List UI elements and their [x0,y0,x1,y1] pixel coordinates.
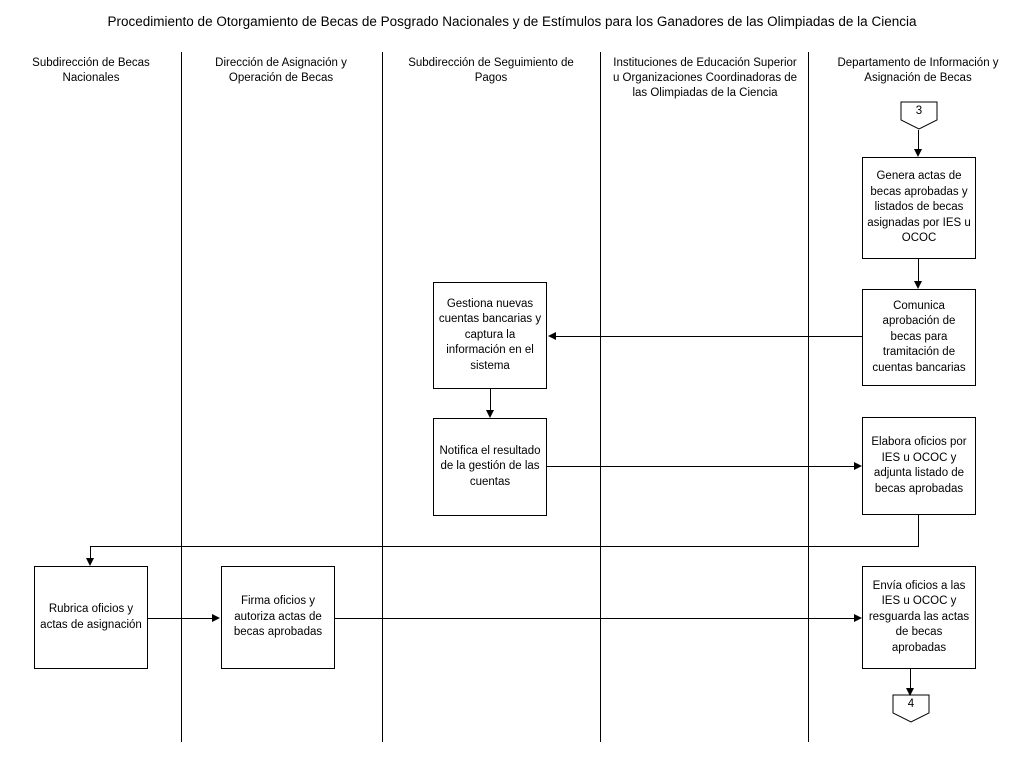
arrowhead-genera-actas [913,149,922,157]
arrowhead-elabora-oficios [854,461,862,470]
node-envia-oficios: Envía oficios a las IES u OCOC y resguar… [862,566,976,669]
node-comunica-aprobacion-label: Comunica aprobación de becas para tramit… [872,299,966,374]
arrowhead-gestiona-cuentas [548,331,556,340]
arrowhead-comunica-aprobacion [913,281,922,289]
edge-conn3-to-genera [918,129,919,150]
arrowhead-firma-oficios [212,613,220,622]
node-comunica-aprobacion: Comunica aprobación de becas para tramit… [862,289,976,386]
edge-elabora-down-segment [918,515,919,547]
node-notifica-resultado-label: Notifica el resultado de la gestión de l… [439,444,541,488]
connector-3-label: 3 [915,105,923,117]
node-genera-actas-label: Genera actas de becas aprobadas y listad… [867,170,971,245]
lane-header-subdireccion-becas-nacionales: Subdirección de Becas Nacionales [32,57,150,84]
off-page-connector-4: 4 [892,694,930,723]
arrowhead-envia-oficios [854,613,862,622]
edge-elabora-horizontal-segment [90,546,919,547]
node-rubrica-oficios-label: Rubrica oficios y actas de asignación [40,603,142,631]
arrowhead-connector-4 [905,688,914,696]
edge-genera-to-comunica [918,259,919,282]
page-title: Procedimiento de Otorgamiento de Becas d… [107,14,917,29]
node-elabora-oficios-label: Elabora oficios por IES u OCOC y adjunta… [871,436,967,495]
node-elabora-oficios: Elabora oficios por IES u OCOC y adjunta… [862,417,976,515]
edge-envia-to-conn4 [910,669,911,689]
edge-notifica-to-elabora [547,466,855,467]
node-firma-oficios: Firma oficios y autoriza actas de becas … [221,566,335,669]
lane-divider-1 [181,52,182,742]
lane-header-direccion-asignacion-operacion: Dirección de Asignación y Operación de B… [215,57,347,84]
arrowhead-rubrica-oficios [85,558,94,566]
lane-divider-2 [382,52,383,742]
edge-gestiona-to-notifica [490,389,491,411]
edge-elabora-to-rubrica-down [90,546,91,560]
node-envia-oficios-label: Envía oficios a las IES u OCOC y resguar… [868,579,970,654]
lane-divider-3 [600,52,601,742]
edge-firma-to-envia [335,618,854,619]
node-rubrica-oficios: Rubrica oficios y actas de asignación [34,566,148,669]
edge-rubrica-to-firma [148,618,213,619]
node-genera-actas: Genera actas de becas aprobadas y listad… [862,157,976,259]
lane-header-instituciones-educacion-superior: Instituciones de Educación Superior u Or… [612,57,798,99]
node-gestiona-cuentas-label: Gestiona nuevas cuentas bancarias y capt… [438,297,542,372]
connector-4-label: 4 [907,698,915,710]
node-notifica-resultado: Notifica el resultado de la gestión de l… [433,418,547,516]
node-gestiona-cuentas: Gestiona nuevas cuentas bancarias y capt… [433,282,547,389]
lane-header-subdireccion-seguimiento-pagos: Subdirección de Seguimiento de Pagos [408,57,574,84]
lane-header-departamento-informacion-asignacion: Departamento de Información y Asignación… [837,57,999,84]
arrowhead-notifica-resultado [485,410,494,418]
lane-divider-4 [808,52,809,742]
edge-comunica-to-gestiona [556,336,862,337]
off-page-connector-3: 3 [900,101,938,130]
node-firma-oficios-label: Firma oficios y autoriza actas de becas … [233,595,323,639]
